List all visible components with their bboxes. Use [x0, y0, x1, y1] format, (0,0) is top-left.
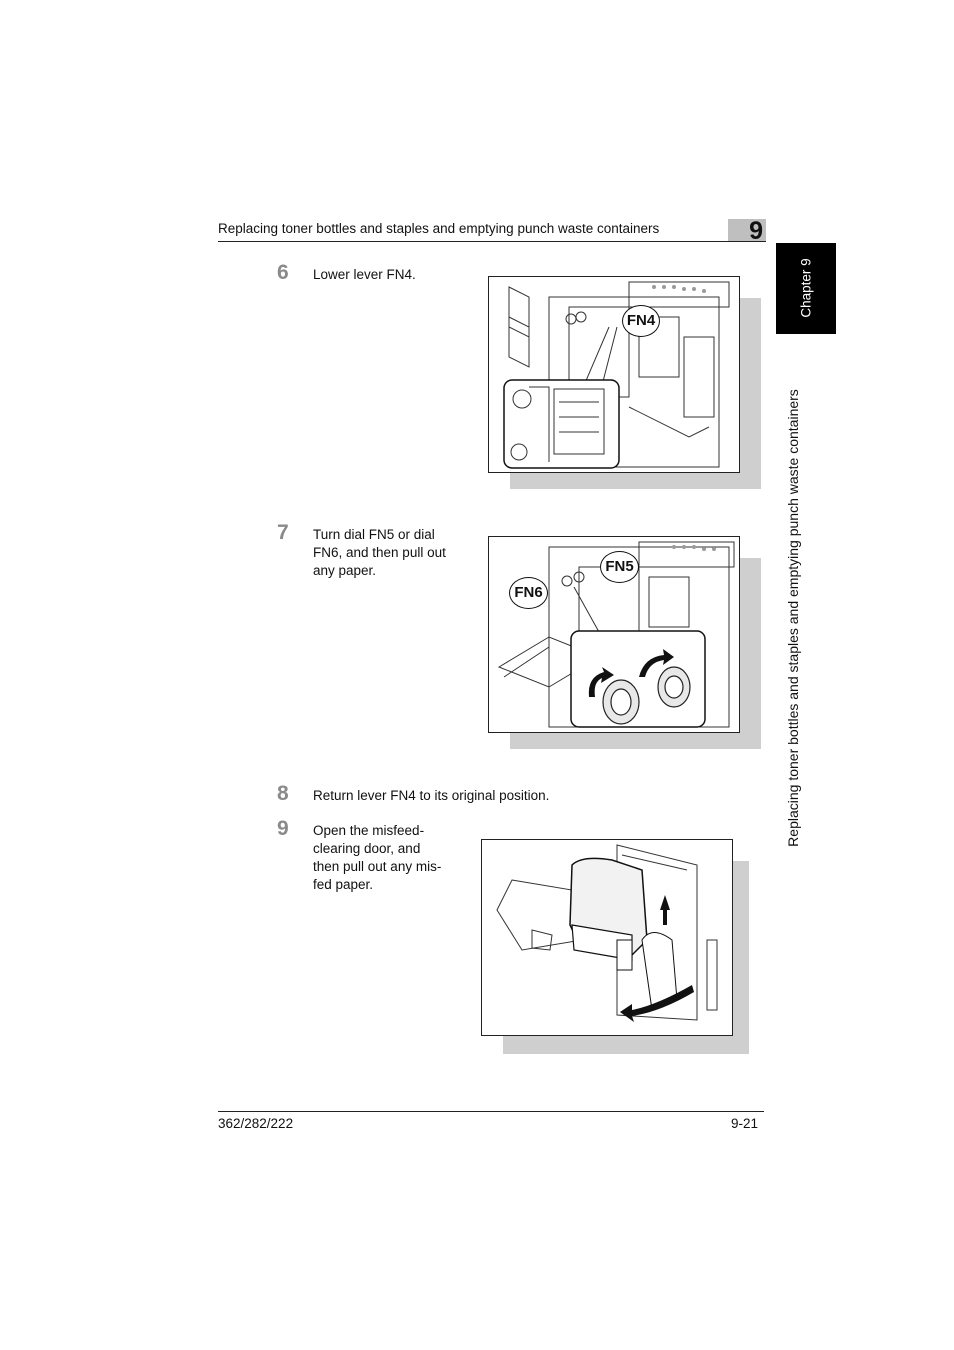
- step-text-line: any paper.: [313, 563, 377, 578]
- chapter-side-tab-label: Chapter 9: [798, 258, 814, 318]
- step-text: Turn dial FN5 or dial FN6, and then pull…: [313, 526, 446, 580]
- step-text-line: Return lever FN4 to its original positio…: [313, 788, 550, 803]
- footer-page-number: 9-21: [731, 1116, 759, 1131]
- figure-turn-dial-fn5-fn6: FN5 FN6: [488, 536, 740, 733]
- callout-fn6: FN6: [509, 577, 548, 609]
- chapter-side-tab[interactable]: Chapter 9: [776, 243, 836, 334]
- step-text: Return lever FN4 to its original positio…: [313, 787, 549, 805]
- figure-open-misfeed-door: [481, 839, 733, 1036]
- step-text-line: FN6, and then pull out: [313, 545, 446, 560]
- footer-rule: [218, 1111, 764, 1112]
- step-text: Lower lever FN4.: [313, 266, 416, 284]
- step-number: 6: [277, 261, 289, 284]
- chapter-number-box: 9: [728, 217, 766, 245]
- step-text-line: Open the misfeed-: [313, 823, 425, 838]
- footer-model-number: 362/282/222: [218, 1116, 294, 1131]
- machine-illustration: [503, 281, 730, 469]
- step-text-line: Lower lever FN4.: [313, 267, 416, 282]
- step-number: 8: [277, 782, 289, 805]
- step-text: Open the misfeed- clearing door, and the…: [313, 822, 441, 894]
- step-number: 9: [277, 817, 289, 840]
- step-text-line: clearing door, and: [313, 841, 421, 856]
- step-text-line: Turn dial FN5 or dial: [313, 527, 435, 542]
- step-text-line: fed paper.: [313, 877, 374, 892]
- finisher-illustration: [496, 844, 718, 1022]
- callout-fn5: FN5: [600, 551, 639, 583]
- running-header-title: Replacing toner bottles and staples and …: [218, 221, 660, 236]
- machine-illustration: [497, 541, 735, 728]
- step-text-line: then pull out any mis-: [313, 859, 442, 874]
- callout-fn4: FN4: [622, 305, 660, 337]
- side-section-title: Replacing toner bottles and staples and …: [785, 389, 801, 847]
- header-rule: [218, 241, 766, 242]
- chapter-number: 9: [749, 217, 763, 245]
- figure-lower-lever-fn4: FN4: [488, 276, 740, 473]
- step-number: 7: [277, 521, 289, 544]
